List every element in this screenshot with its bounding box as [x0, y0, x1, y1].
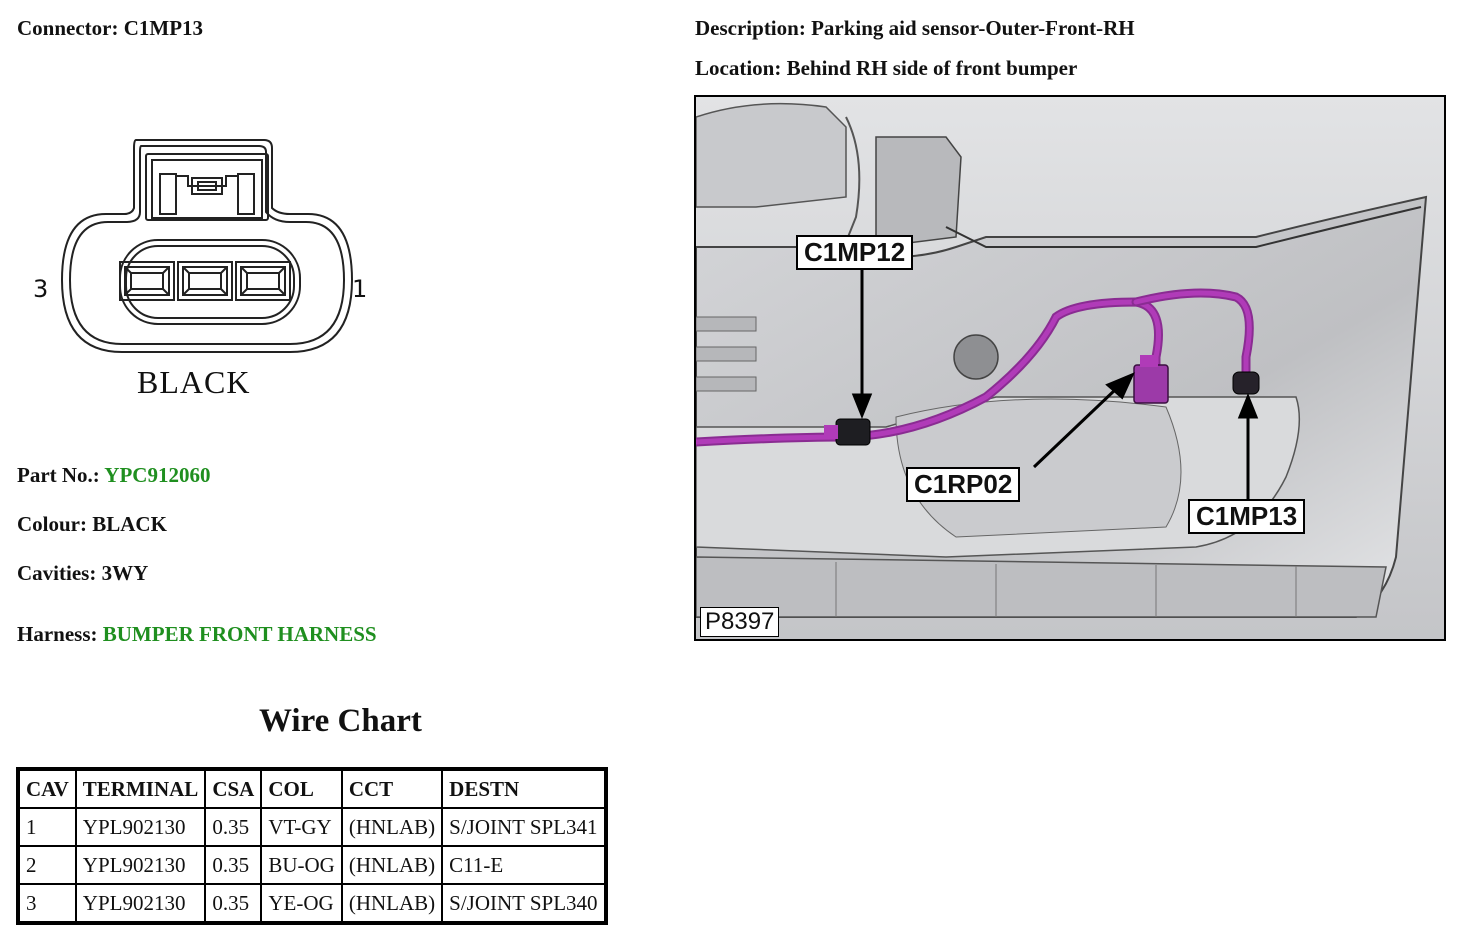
header-terminal: TERMINAL [74, 768, 207, 809]
cell-col: BU-OG [260, 845, 343, 885]
table-row: 2 YPL902130 0.35 BU-OG (HNLAB) C11-E [17, 845, 607, 885]
part-no-field: Part No.: YPC912060 [17, 465, 210, 486]
cell-csa: 0.35 [204, 845, 263, 885]
wire-chart-table: CAV TERMINAL CSA COL CCT DESTN 1 YPL9021… [16, 767, 608, 925]
location-label: Location: [695, 56, 782, 80]
cavities-label: Cavities: [17, 561, 97, 585]
cell-cct: (HNLAB) [340, 883, 444, 924]
colour-value: BLACK [92, 512, 167, 536]
photo-reference: P8397 [700, 607, 780, 637]
header-cav: CAV [17, 768, 77, 809]
cavity-number-left: 3 [33, 275, 49, 303]
cell-destn: S/JOINT SPL341 [441, 807, 607, 847]
description-label: Description: [695, 16, 806, 40]
header-csa: CSA [204, 768, 263, 809]
location-photo: C1MP12 C1RP02 C1MP13 P8397 [694, 95, 1446, 641]
harness-label: Harness: [17, 622, 98, 646]
callout-c1rp02: C1RP02 [906, 467, 1021, 502]
cavity-number-right: 1 [352, 275, 368, 303]
cell-col: YE-OG [260, 883, 343, 924]
cell-destn: S/JOINT SPL340 [441, 883, 607, 924]
cell-terminal: YPL902130 [74, 845, 207, 885]
cavities-field: Cavities: 3WY [17, 563, 148, 584]
connector-field: Connector: C1MP13 [17, 18, 203, 39]
connector-outer-shell [60, 139, 354, 353]
location-value: Behind RH side of front bumper [786, 56, 1078, 80]
connector-value: C1MP13 [123, 16, 204, 40]
connector-face-diagram [60, 139, 354, 353]
part-no-link[interactable]: YPC912060 [104, 463, 211, 487]
connector-inner-shell [68, 145, 346, 345]
cavity-block [119, 239, 301, 325]
cell-cav: 3 [17, 883, 77, 924]
cell-terminal: YPL902130 [74, 807, 207, 847]
cell-csa: 0.35 [204, 883, 263, 924]
connector-label: Connector: [17, 16, 119, 40]
harness-link[interactable]: BUMPER FRONT HARNESS [102, 622, 377, 646]
connector-c1mp12-shape [835, 418, 871, 446]
colour-caption: BLACK [137, 364, 251, 400]
callout-c1mp12: C1MP12 [796, 235, 914, 270]
latch-housing [145, 153, 269, 221]
location-field: Location: Behind RH side of front bumper [695, 58, 1077, 79]
description-value: Parking aid sensor-Outer-Front-RH [811, 16, 1135, 40]
table-row: 3 YPL902130 0.35 YE-OG (HNLAB) S/JOINT S… [17, 883, 607, 924]
header-destn: DESTN [441, 768, 607, 809]
cell-csa: 0.35 [204, 807, 263, 847]
cavity-3 [119, 261, 175, 301]
cell-cav: 2 [17, 845, 77, 885]
cell-cav: 1 [17, 807, 77, 847]
latch-tab [191, 177, 223, 195]
cell-cct: (HNLAB) [340, 807, 444, 847]
cell-col: VT-GY [260, 807, 343, 847]
part-no-label: Part No.: [17, 463, 100, 487]
header-cct: CCT [340, 768, 444, 809]
cavities-value: 3WY [101, 561, 149, 585]
table-header-row: CAV TERMINAL CSA COL CCT DESTN [17, 768, 607, 809]
colour-label: Colour: [17, 512, 87, 536]
callout-c1mp13: C1MP13 [1188, 499, 1306, 534]
colour-field: Colour: BLACK [17, 514, 167, 535]
cavity-2 [177, 261, 233, 301]
connector-c1rp02-shape [1133, 364, 1169, 404]
description-field: Description: Parking aid sensor-Outer-Fr… [695, 18, 1135, 39]
connector-c1mp13-shape [1232, 371, 1260, 395]
wire-chart-title: Wire Chart [259, 703, 422, 739]
cell-destn: C11-E [441, 845, 607, 885]
cell-terminal: YPL902130 [74, 883, 207, 924]
cell-cct: (HNLAB) [340, 845, 444, 885]
cavity-1 [235, 261, 291, 301]
header-col: COL [260, 768, 343, 809]
harness-field: Harness: BUMPER FRONT HARNESS [17, 624, 377, 645]
table-row: 1 YPL902130 0.35 VT-GY (HNLAB) S/JOINT S… [17, 807, 607, 847]
